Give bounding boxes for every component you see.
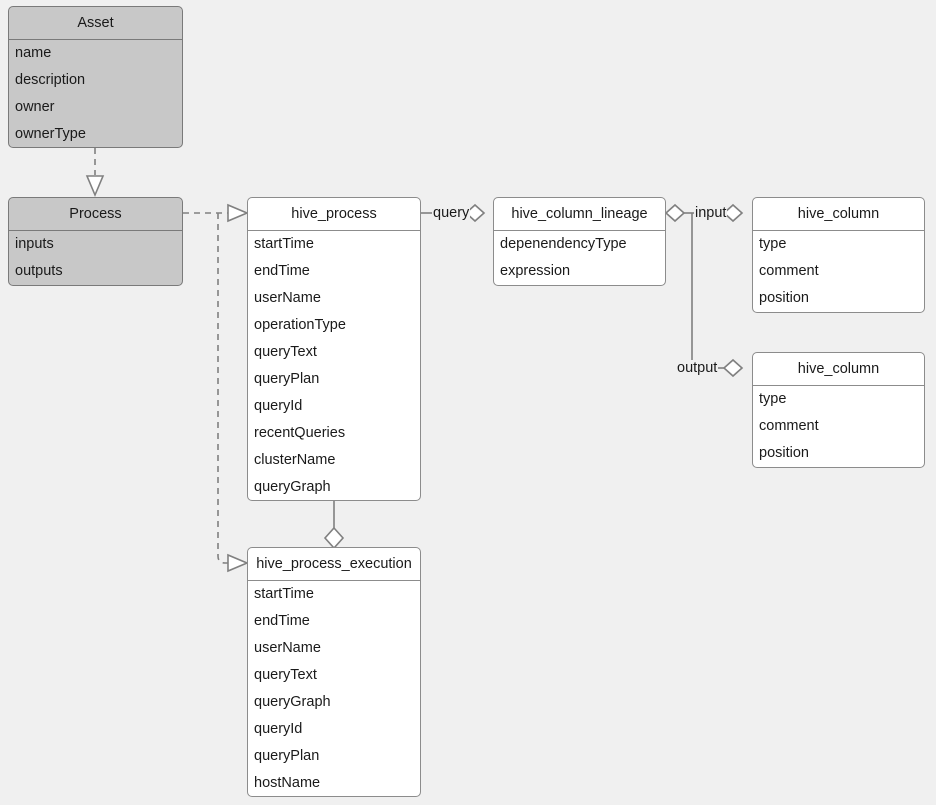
edge-label-query: query [432, 205, 471, 221]
hollow-diamond-icon [664, 203, 686, 223]
attribute-row: owner [15, 99, 55, 115]
attribute-row: startTime [254, 586, 314, 602]
hollow-diamond-icon [722, 358, 744, 378]
attribute-row: queryText [254, 344, 317, 360]
attribute-row: comment [759, 263, 819, 279]
class-title-asset: Asset [9, 7, 182, 40]
class-title-process: Process [9, 198, 182, 231]
attribute-row: type [759, 236, 787, 252]
attribute-row: userName [254, 640, 321, 656]
edge-process-hive_process_execution [217, 213, 250, 573]
attribute-row: userName [254, 290, 321, 306]
edge-label-input: input [694, 205, 728, 221]
attribute-row: startTime [254, 236, 314, 252]
attribute-row: queryGraph [254, 479, 331, 495]
class-attributes-hive-column-output: type comment position [753, 386, 924, 467]
class-attributes-hive-column-input: type comment position [753, 231, 924, 312]
attribute-row: operationType [254, 317, 346, 333]
attribute-row: name [15, 45, 52, 61]
class-box-hive-column-input[interactable]: hive_column type comment position [752, 197, 925, 313]
edge-output [676, 213, 744, 378]
attribute-row: endTime [254, 263, 310, 279]
attribute-row: type [759, 391, 787, 407]
attribute-row: recentQueries [254, 425, 346, 441]
attribute-row: queryText [254, 667, 317, 683]
class-attributes-hive-process-execution: startTime endTime userName queryText que… [248, 581, 420, 796]
attribute-row: inputs [15, 236, 54, 252]
class-attributes-hive-column-lineage: depenendencyType expression [494, 231, 665, 285]
class-attributes-process: inputs outputs [9, 231, 182, 285]
attribute-row: description [15, 72, 86, 88]
class-title-hive-process: hive_process [248, 198, 420, 231]
class-box-hive-process[interactable]: hive_process startTime endTime userName … [247, 197, 421, 501]
attribute-row: ownerType [15, 126, 86, 142]
edge-process-hive_process_execution-line [217, 213, 228, 564]
class-title-hive-column-lineage: hive_column_lineage [494, 198, 665, 231]
class-box-process[interactable]: Process inputs outputs [8, 197, 183, 286]
attribute-row: queryId [254, 398, 303, 414]
class-title-hive-process-execution: hive_process_execution [248, 548, 420, 581]
class-box-hive-column-lineage[interactable]: hive_column_lineage depenendencyType exp… [493, 197, 666, 286]
attribute-row: endTime [254, 613, 310, 629]
hollow-triangle-icon [227, 553, 250, 573]
attribute-row: hostName [254, 775, 321, 791]
attribute-row: queryPlan [254, 371, 320, 387]
hollow-triangle-icon [85, 175, 105, 198]
edge-label-output: output [676, 360, 719, 376]
attribute-row: position [759, 290, 809, 306]
class-title-hive-column-input: hive_column [753, 198, 924, 231]
attribute-row: depenendencyType [500, 236, 627, 252]
attribute-row: queryGraph [254, 694, 331, 710]
attribute-row: position [759, 445, 809, 461]
attribute-row: clusterName [254, 452, 336, 468]
edge-hive_process-hive_process_execution [323, 501, 345, 550]
edge-process-hive_process [183, 203, 250, 223]
class-title-hive-column-output: hive_column [753, 353, 924, 386]
attribute-row: queryPlan [254, 748, 320, 764]
class-box-asset[interactable]: Asset name description owner ownerType [8, 6, 183, 148]
class-attributes-hive-process: startTime endTime userName operationType… [248, 231, 420, 500]
hollow-triangle-icon [227, 203, 250, 223]
edge-output-line [676, 213, 693, 369]
attribute-row: comment [759, 418, 819, 434]
attribute-row: outputs [15, 263, 63, 279]
class-box-hive-column-output[interactable]: hive_column type comment position [752, 352, 925, 468]
attribute-row: queryId [254, 721, 303, 737]
hollow-diamond-icon [323, 526, 345, 550]
class-attributes-asset: name description owner ownerType [9, 40, 182, 147]
class-box-hive-process-execution[interactable]: hive_process_execution startTime endTime… [247, 547, 421, 797]
attribute-row: expression [500, 263, 571, 279]
edge-asset-process [85, 148, 105, 198]
